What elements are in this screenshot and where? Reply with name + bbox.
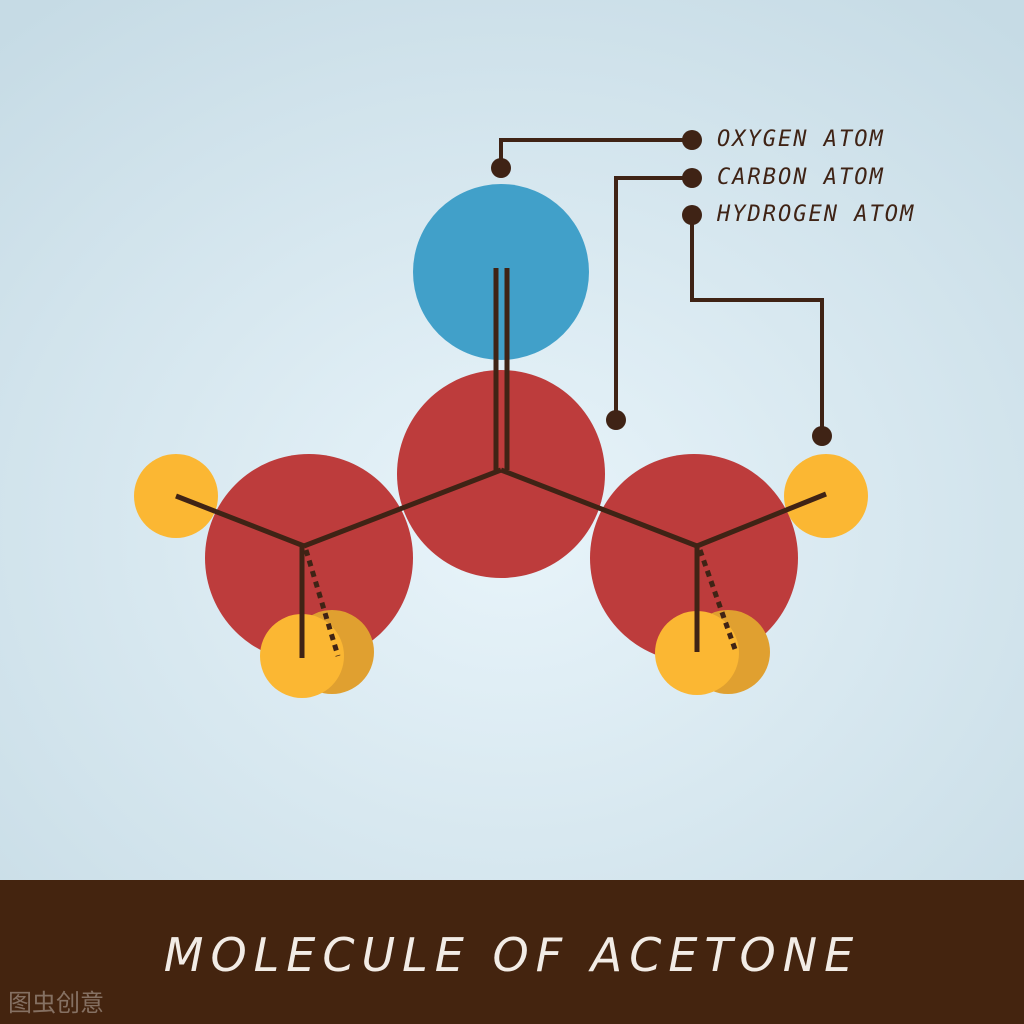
legend-label-carbon: CARBON ATOM	[717, 165, 885, 190]
hydrogen-atom-front-right	[655, 611, 739, 695]
bond-center-left	[303, 467, 502, 549]
title-bar	[0, 880, 1024, 1024]
carbon-callout-line	[614, 176, 692, 420]
oxygen-callout-end-dot	[491, 158, 511, 178]
callout-dots	[491, 130, 832, 446]
oxygen-legend-dot	[682, 130, 702, 150]
bond-right-hydrogen	[696, 491, 827, 549]
bond-left-hydrogen	[175, 493, 305, 549]
oxygen-atom	[413, 184, 589, 360]
diagram-title: MOLECULE OF ACETONE	[163, 928, 861, 982]
hydrogen-callout-line	[690, 215, 824, 436]
bond-left-back-dashed	[303, 549, 341, 657]
legend-label-hydrogen: HYDROGEN ATOM	[717, 202, 916, 227]
hydrogen-legend-dot	[682, 205, 702, 225]
carbon-legend-dot	[682, 168, 702, 188]
carbon-callout-end-dot	[606, 410, 626, 430]
watermark: 图虫创意	[8, 989, 104, 1017]
carbon-atom-right	[590, 454, 798, 662]
bond-right-back-dashed	[697, 549, 739, 653]
bonds	[175, 268, 827, 658]
hydrogen-callout-end-dot	[812, 426, 832, 446]
carbon-atom-center	[397, 370, 605, 578]
legend-label-oxygen: OXYGEN ATOM	[717, 127, 885, 152]
bond-center-right	[500, 467, 698, 549]
carbon-atom-left	[205, 454, 413, 662]
